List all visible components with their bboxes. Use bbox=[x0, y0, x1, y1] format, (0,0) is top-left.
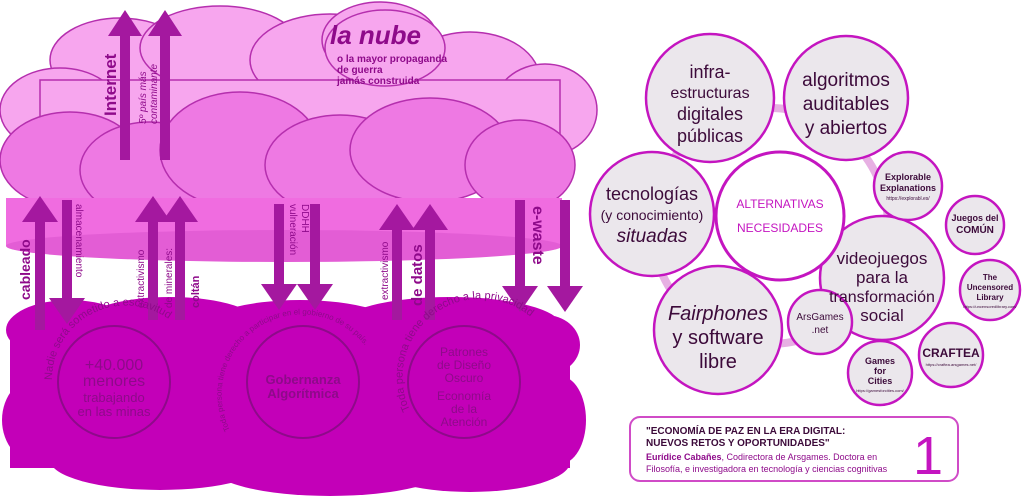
infra-line-2: estructuras bbox=[670, 85, 749, 102]
bubble-fairphones bbox=[652, 264, 784, 396]
bubble-uncensored bbox=[958, 258, 1022, 322]
footer-title-1: "ECONOMÍA DE PAZ EN LA ERA DIGITAL: bbox=[646, 424, 845, 437]
patrones-line-2: de Diseño bbox=[437, 358, 491, 372]
economia-line-1: Economía bbox=[437, 389, 491, 403]
economia-line-2: de la bbox=[451, 402, 477, 416]
footer-author: Eurídice Cabañes bbox=[646, 452, 722, 462]
fairphones-line-2: y software bbox=[672, 327, 763, 349]
cloud-subtitle-3: jamás construida bbox=[336, 76, 420, 87]
fairphones-line-1: Fairphones bbox=[668, 303, 768, 325]
tecnologias-line-3: situadas bbox=[617, 226, 688, 247]
footer-title-2: NUEVOS RETOS Y OPORTUNIDADES" bbox=[646, 438, 830, 449]
minors-line-3: trabajando bbox=[83, 390, 144, 405]
minors-line-1: +40.000 bbox=[85, 357, 143, 374]
games-cities-line-1: Games bbox=[865, 356, 895, 366]
videojuegos-line-3: transformación bbox=[829, 289, 935, 306]
shadow-circles bbox=[57, 325, 521, 439]
circle-gobernanza bbox=[246, 325, 360, 439]
videojuegos-line-4: social bbox=[860, 306, 903, 325]
internet-sub-1: 5º país más bbox=[138, 71, 149, 124]
cloud-subtitle-2: de guerra bbox=[337, 65, 383, 76]
minerales-arrows bbox=[135, 196, 198, 320]
craftea-url: https://craftea.arsgames.net/ bbox=[926, 362, 978, 367]
cableado-arrows bbox=[22, 196, 85, 330]
footer-box: "ECONOMÍA DE PAZ EN LA ERA DIGITAL: NUEV… bbox=[629, 416, 959, 486]
algoritmos-line-1: algoritmos bbox=[802, 70, 890, 91]
ewaste-arrows bbox=[502, 200, 583, 312]
economia-line-3: Atención bbox=[441, 415, 488, 429]
uncensored-line-3: Library bbox=[976, 293, 1004, 302]
cableado-label: cableado bbox=[17, 239, 33, 300]
bubble-craftea bbox=[917, 321, 985, 389]
datos-label-1: extractivismo bbox=[380, 241, 391, 300]
ddhh-label-1: vulneración bbox=[287, 204, 298, 255]
bubble-explorable bbox=[872, 150, 944, 222]
explorable-line-1: Explorable bbox=[885, 172, 931, 182]
bubble-arsgames bbox=[786, 288, 854, 356]
infra-line-3: digitales bbox=[677, 104, 743, 124]
datos-label-2: de datos bbox=[409, 244, 426, 306]
juegos-line-1: Juegos del bbox=[951, 213, 998, 223]
gobernanza-line-1: Gobernanza bbox=[265, 372, 341, 387]
bubble-tecnologias bbox=[588, 150, 716, 278]
patrones-line-1: Patrones bbox=[440, 345, 488, 359]
cloud-title: la nube bbox=[330, 20, 421, 50]
ddhh-label-2: DDHH bbox=[299, 204, 310, 233]
ddhh-arrows bbox=[261, 204, 333, 310]
videojuegos-line-2: para la bbox=[856, 268, 909, 287]
uncensored-url: https://uncensoredlibrary.com/ bbox=[963, 304, 1017, 309]
ewaste-label: e-waste bbox=[529, 206, 546, 265]
minerales-label-2: de minerales: bbox=[164, 248, 175, 308]
internet-label: Internet bbox=[101, 53, 120, 116]
bubble-center bbox=[714, 150, 846, 282]
minors-line-4: en las minas bbox=[78, 404, 151, 419]
bubble-games-cities bbox=[846, 339, 914, 407]
datos-arrows bbox=[379, 204, 448, 320]
footer-number: 1 bbox=[913, 426, 943, 486]
bubble-juegos-comun bbox=[944, 194, 1006, 256]
cloud-subtitle-1: o la mayor propaganda bbox=[337, 54, 447, 65]
footer-line-2: Filosofía, e investigadora en tecnología… bbox=[646, 464, 888, 474]
videojuegos-line-1: videojuegos bbox=[837, 249, 928, 268]
center-line-1: ALTERNATIVAS bbox=[736, 197, 823, 211]
bubble-algoritmos bbox=[782, 34, 910, 162]
minors-line-2: menores bbox=[83, 373, 145, 390]
arrows bbox=[22, 10, 583, 330]
internet-arrows bbox=[108, 10, 182, 160]
alternativas-bubbles bbox=[588, 32, 1022, 407]
explorable-line-2: Explanations bbox=[880, 183, 936, 193]
bubble-infra bbox=[644, 32, 776, 164]
algoritmos-line-3: y abiertos bbox=[805, 118, 887, 139]
infra-line-1: infra- bbox=[689, 62, 730, 82]
games-cities-line-3: Cities bbox=[868, 376, 893, 386]
minerales-label-3: coltán bbox=[190, 275, 202, 308]
uncensored-line-1: The bbox=[983, 273, 998, 282]
infra-line-4: públicas bbox=[677, 126, 743, 146]
fairphones-line-3: libre bbox=[699, 351, 737, 373]
shadow-area bbox=[2, 297, 586, 496]
games-cities-url: https://gamesforcities.com/ bbox=[856, 388, 904, 393]
footer-author-line: Eurídice Cabañes, Codirectora de Arsgame… bbox=[646, 452, 877, 462]
minerales-label-1: extractivismo bbox=[136, 249, 147, 308]
craftea-line-1: CRAFTEA bbox=[922, 346, 980, 360]
games-cities-line-2: for bbox=[874, 366, 886, 376]
gobernanza-line-2: Algorítmica bbox=[267, 386, 339, 401]
uncensored-line-2: Uncensored bbox=[967, 283, 1013, 292]
tecnologias-line-2: (y conocimiento) bbox=[601, 207, 704, 223]
algoritmos-line-2: auditables bbox=[803, 94, 890, 115]
internet-sub-2: contaminante bbox=[149, 64, 160, 124]
footer-author-rest: , Codirectora de Arsgames. Doctora en bbox=[722, 452, 878, 462]
patrones-line-3: Oscuro bbox=[445, 371, 484, 385]
arsgames-line-2: .net bbox=[812, 325, 829, 336]
almacenamiento-label: almacenamiento bbox=[73, 204, 84, 278]
circle-minors bbox=[57, 325, 171, 439]
cloud-group bbox=[0, 1, 598, 262]
juegos-line-2: COMÚN bbox=[956, 223, 994, 236]
arsgames-line-1: ArsGames bbox=[796, 312, 843, 323]
center-line-2: NECESIDADES bbox=[737, 221, 823, 235]
circle-patrones bbox=[407, 325, 521, 439]
explorable-url: https://explorabl.es/ bbox=[886, 196, 930, 202]
tecnologias-line-1: tecnologías bbox=[606, 184, 698, 204]
